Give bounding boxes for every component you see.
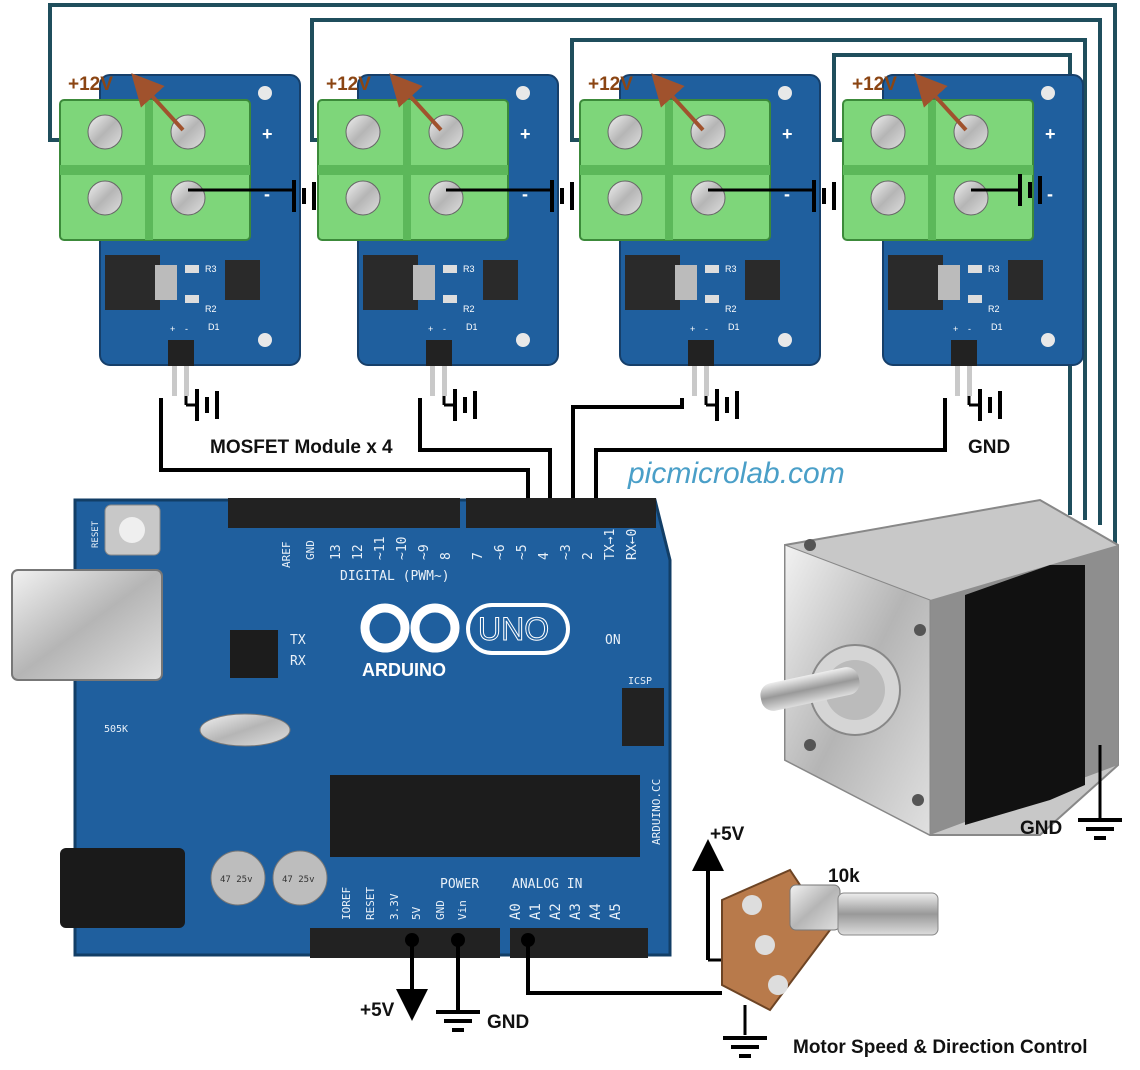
arduino-website-label: ARDUINO.CC (650, 779, 663, 845)
arduino-reset-label: RESET (91, 520, 101, 548)
arduino-digital-label: DIGITAL (PWM~) (340, 569, 450, 584)
silk-pin-minus: - (185, 324, 188, 334)
pin-label: IOREF (340, 887, 353, 920)
arduino-aref-label: AREF (280, 542, 293, 569)
silk-pin-plus: + (170, 324, 175, 334)
pin-label: 12 (351, 544, 366, 560)
pot-caption: Motor Speed & Direction Control (793, 1037, 1088, 1058)
plus12v-arrow (131, 73, 185, 132)
silk-r3: R3 (725, 264, 737, 274)
cell-icon (715, 387, 739, 423)
arduino-cap1-label: 47 25v (220, 875, 253, 885)
board-gnd-label: GND (487, 1012, 529, 1033)
silk-pin-minus: - (443, 324, 446, 334)
arduino-brand: ARDUINO (362, 660, 446, 680)
ground-icon (1076, 818, 1124, 840)
pin-label: Vin (456, 900, 469, 920)
pin-label: 4 (537, 552, 552, 560)
stepper-motor (760, 498, 1119, 836)
arduino-rx-label: RX (290, 654, 306, 669)
silk-pin-plus: + (428, 324, 433, 334)
pin-label: ~9 (417, 544, 432, 560)
ground-icon (721, 1036, 769, 1058)
silk-d1: D1 (466, 322, 478, 332)
pin-label: ~11 (373, 537, 388, 560)
board-plus5v-label: +5V (360, 1000, 395, 1021)
arduino-gnd-top-label: GND (304, 540, 317, 560)
silk-pin-minus: - (705, 324, 708, 334)
cell-icon (195, 387, 219, 423)
pin-label: 8 (439, 552, 454, 560)
plus12v-label: +12V (852, 74, 897, 95)
pin-label: 7 (471, 552, 486, 560)
arduino-cap2-label: 47 25v (282, 875, 315, 885)
silk-r2: R2 (463, 304, 475, 314)
silk-r3: R3 (205, 264, 217, 274)
module-plus-sign: + (1045, 124, 1056, 144)
plus12v-label: +12V (588, 74, 633, 95)
pin-label: ~6 (493, 544, 508, 560)
module-minus-sign: - (264, 184, 270, 204)
module-plus-sign: + (520, 124, 531, 144)
cell-icon (978, 387, 1002, 423)
arduino-tx-label: TX (290, 633, 306, 648)
pot-plus5v-label: +5V (710, 824, 745, 845)
pin-label: ~3 (559, 544, 574, 560)
pot-value-label: 10k (828, 866, 860, 887)
pin-label: ~10 (395, 537, 410, 560)
silk-pin-plus: + (690, 324, 695, 334)
arduino-board (11, 498, 672, 958)
silk-r3: R3 (463, 264, 475, 274)
pin-label: GND (434, 900, 447, 920)
signal-wires (159, 398, 947, 510)
motor-gnd-label: GND (1020, 818, 1062, 839)
pin-label: A5 (608, 903, 624, 920)
plus12v-label: +12V (326, 74, 371, 95)
plus12v-arrow (389, 73, 443, 132)
silk-d1: D1 (991, 322, 1003, 332)
silk-r2: R2 (988, 304, 1000, 314)
pin-label: A2 (548, 903, 564, 920)
arduino-crystal-label: 505K (104, 724, 128, 735)
cell-icon (453, 387, 477, 423)
pin-label: RESET (364, 887, 377, 920)
arduino-power-label: POWER (440, 877, 479, 892)
arduino-analog-label: ANALOG IN (512, 877, 582, 892)
pin-label: RX←0 (625, 529, 640, 560)
mosfet-gnd-label: GND (968, 437, 1010, 458)
module-minus-sign: - (522, 184, 528, 204)
module-minus-sign: - (1047, 184, 1053, 204)
pin-label: A3 (568, 903, 584, 920)
silk-pin-minus: - (968, 324, 971, 334)
module-plus-sign: + (782, 124, 793, 144)
arduino-on-label: ON (605, 633, 621, 648)
plus12v-arrow (651, 73, 705, 132)
pin-label: 5V (410, 906, 423, 920)
plus12v-arrow (914, 73, 968, 132)
pin-label: 3.3V (388, 893, 401, 920)
module-minus-sign: - (784, 184, 790, 204)
pin-label: ~5 (515, 544, 530, 560)
mosfet-caption: MOSFET Module x 4 (210, 437, 393, 458)
module-plus-sign: + (262, 124, 273, 144)
potentiometer (721, 868, 939, 1012)
silk-r2: R2 (205, 304, 217, 314)
silk-r3: R3 (988, 264, 1000, 274)
silk-r2: R2 (725, 304, 737, 314)
pin-label: TX→1 (603, 529, 618, 560)
silk-pin-plus: + (953, 324, 958, 334)
pin-label: 2 (581, 552, 596, 560)
silk-d1: D1 (728, 322, 740, 332)
ground-icon (434, 1010, 482, 1032)
silk-d1: D1 (208, 322, 220, 332)
pin-label: A0 (508, 903, 524, 920)
watermark: picmicrolab.com (627, 457, 845, 490)
pin-label: 13 (329, 544, 344, 560)
plus12v-label: +12V (68, 74, 113, 95)
arduino-model: UNO (478, 611, 549, 647)
pin-label: A1 (528, 903, 544, 920)
arduino-icsp-label: ICSP (628, 676, 652, 687)
pin-label: A4 (588, 903, 604, 920)
